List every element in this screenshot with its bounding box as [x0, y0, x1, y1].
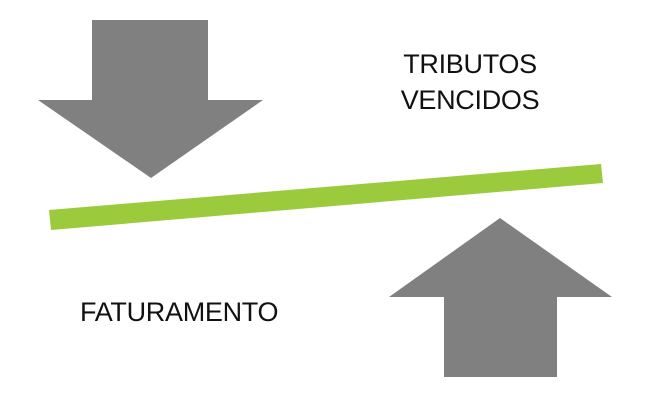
faturamento-label: FATURAMENTO [80, 297, 279, 327]
arrow-up-icon [389, 218, 612, 377]
tributos-vencidos-label: TRIBUTOS VENCIDOS [370, 46, 570, 118]
vencidos-line: VENCIDOS [400, 85, 540, 115]
balance-bar [49, 164, 603, 230]
arrow-down-icon [38, 20, 263, 178]
tributos-line: TRIBUTOS [403, 49, 537, 79]
